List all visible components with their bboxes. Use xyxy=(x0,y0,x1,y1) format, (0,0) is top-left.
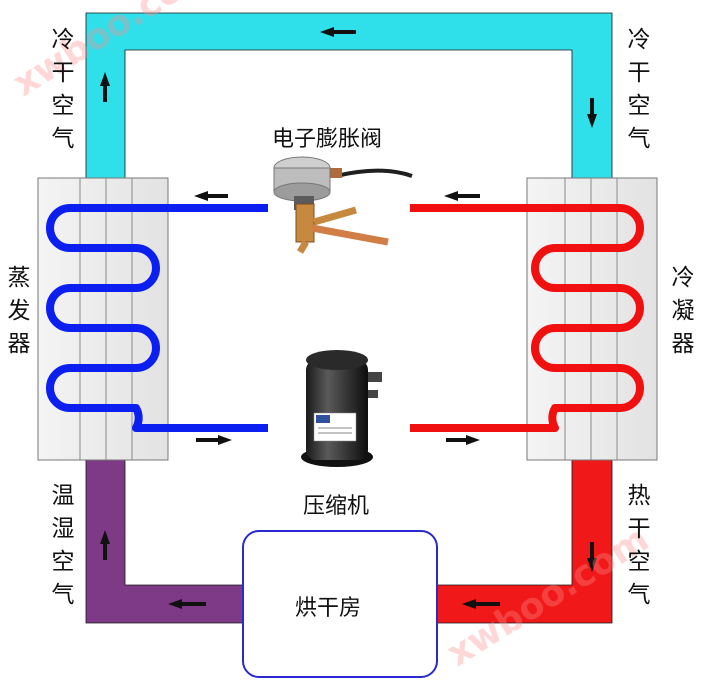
cold-dry-air-right-label: 冷干空气 xyxy=(627,27,651,152)
evaporator-coil xyxy=(46,204,268,432)
arrow-right-icon xyxy=(446,435,480,445)
compressor-label: 压缩机 xyxy=(303,494,370,519)
condenser-coil xyxy=(410,204,644,432)
hot-dry-air-label: 热干空气 xyxy=(627,483,651,608)
arrow-left-icon xyxy=(462,599,500,609)
expansion-valve-label: 电子膨胀阀 xyxy=(272,127,383,152)
cold-dry-air-left-label: 冷干空气 xyxy=(51,27,75,152)
arrow-left-icon xyxy=(320,27,356,37)
arrow-left-icon xyxy=(168,599,206,609)
evaporator-unit xyxy=(37,177,169,461)
arrow-up-icon xyxy=(100,530,110,560)
cold-air-duct xyxy=(85,12,613,179)
arrow-left-icon xyxy=(194,191,228,201)
drying-room-box xyxy=(242,530,438,678)
warm-humid-air-label: 温湿空气 xyxy=(51,483,75,608)
drying-room-label: 烘干房 xyxy=(295,596,362,621)
evaporator-label: 蒸发器 xyxy=(7,265,31,357)
arrow-down-icon xyxy=(587,542,597,572)
arrow-left-icon xyxy=(444,191,480,201)
compressor-icon xyxy=(301,350,382,467)
arrow-up-icon xyxy=(100,72,110,102)
arrow-down-icon xyxy=(587,98,597,128)
condenser-label: 冷凝器 xyxy=(671,265,695,357)
flow-arrows xyxy=(100,27,597,609)
expansion-valve-icon xyxy=(273,156,413,254)
arrow-right-icon xyxy=(196,435,232,445)
warm-humid-air-duct xyxy=(85,459,244,624)
hot-dry-air-duct xyxy=(436,459,613,624)
